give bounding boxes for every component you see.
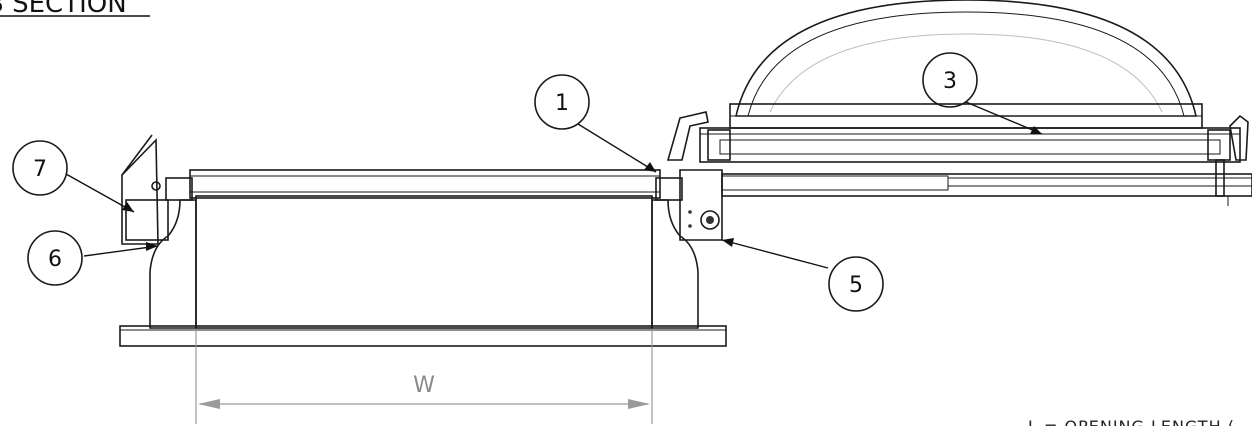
dome-frame-left-block bbox=[707, 129, 731, 161]
callout-3-balloon bbox=[922, 52, 978, 108]
right-bracket-bolt-inner bbox=[706, 216, 714, 224]
right-corner-profile bbox=[655, 177, 683, 201]
callout-7-arrow bbox=[122, 202, 134, 212]
right-bracket bbox=[679, 169, 723, 241]
sash-rail-dark bbox=[721, 175, 949, 191]
right-bracket-hole-2 bbox=[688, 224, 692, 228]
callout-6-arrow bbox=[146, 242, 158, 251]
dome-inner-2 bbox=[769, 33, 1163, 113]
section-title: B SECTION bbox=[0, 0, 127, 19]
callout-1-leader bbox=[577, 123, 657, 173]
callout-5-balloon bbox=[828, 256, 884, 312]
right-bracket-hole-1 bbox=[688, 210, 692, 214]
callout-7-label: 7 bbox=[33, 157, 47, 182]
right-wood-upstand bbox=[651, 199, 699, 329]
left-pivot bbox=[151, 181, 161, 191]
left-actuator-box bbox=[125, 199, 169, 241]
right-bracket-bolt bbox=[700, 210, 720, 230]
dome-inner bbox=[747, 11, 1185, 117]
callout-3-leader bbox=[965, 101, 1043, 135]
callout-1-label: 1 bbox=[555, 91, 569, 116]
callout-3-label: 3 bbox=[943, 69, 957, 94]
dome-frame bbox=[699, 127, 1241, 163]
left-bracket bbox=[121, 138, 159, 245]
callout-3-arrow bbox=[1030, 126, 1042, 134]
callout-1-balloon bbox=[534, 74, 590, 130]
sash-rail bbox=[721, 173, 1252, 197]
sash-rail-mid bbox=[947, 177, 1252, 187]
dome-frame-right-clip bbox=[1229, 114, 1249, 161]
callout-6-label: 6 bbox=[48, 247, 62, 272]
top-frame bbox=[189, 169, 661, 199]
kerb-body bbox=[195, 195, 653, 329]
callout-5-label: 5 bbox=[849, 273, 863, 298]
corner-note: L = OPENING LENGTH ( bbox=[1028, 417, 1235, 426]
dim-arrow-right bbox=[628, 399, 650, 409]
base-flange bbox=[119, 325, 727, 347]
dim-arrow-left bbox=[198, 399, 220, 409]
left-corner-profile bbox=[165, 177, 193, 201]
dome-frame-left-clip bbox=[666, 111, 709, 161]
dome-outer bbox=[734, 0, 1198, 117]
left-wood-upstand bbox=[149, 199, 197, 329]
callout-6-leader bbox=[83, 245, 159, 257]
dome-frame-dark-bar bbox=[719, 139, 1221, 155]
dim-label: W bbox=[413, 373, 435, 398]
left-bracket-arm bbox=[121, 134, 153, 176]
dome-frame-right-block bbox=[1207, 129, 1231, 161]
callout-7-balloon bbox=[12, 140, 68, 196]
callout-5-leader bbox=[721, 239, 829, 269]
callout-5-arrow bbox=[722, 238, 734, 247]
callout-1-arrow bbox=[644, 162, 656, 172]
callout-7-leader bbox=[65, 173, 135, 213]
callout-6-balloon bbox=[27, 230, 83, 286]
